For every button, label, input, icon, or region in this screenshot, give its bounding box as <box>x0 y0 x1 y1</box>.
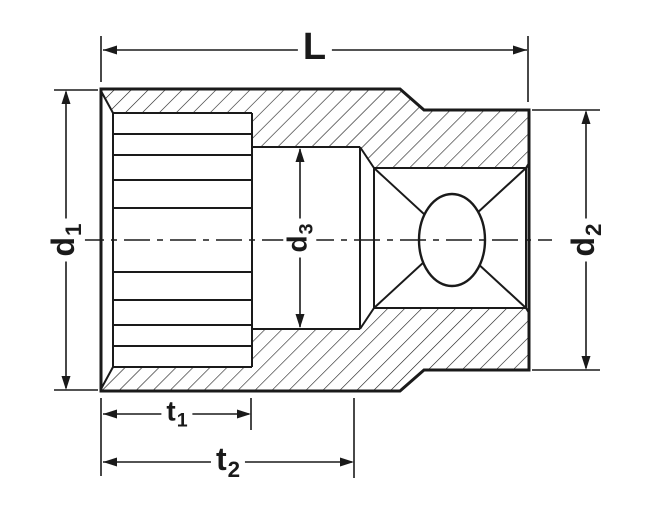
dim-label-d3: d3 <box>281 218 318 258</box>
socket-opening-serrations <box>100 90 253 390</box>
dim-label-t1-base: t <box>166 395 176 427</box>
dim-label-d1-sub: 1 <box>60 223 86 236</box>
hatch-bottom-band <box>101 308 529 391</box>
dim-label-d2-sub: 2 <box>580 223 606 236</box>
dim-label-d1: d1 <box>44 218 86 262</box>
dim-label-t2-sub: 2 <box>227 456 241 482</box>
dim-label-L-base: L <box>302 26 327 69</box>
socket-body-outline <box>99 87 531 393</box>
dim-label-d2: d2 <box>564 218 606 262</box>
dim-label-d3-sub: 3 <box>295 223 318 235</box>
dim-label-d3-base: d <box>281 235 313 253</box>
dim-label-d2-base: d <box>564 236 601 257</box>
dim-label-d1-base: d <box>44 236 81 257</box>
dim-label-t2-base: t <box>215 440 227 477</box>
dim-label-t1-sub: 1 <box>176 409 188 432</box>
inner-bore-d3 <box>252 146 375 330</box>
dim-label-L: L <box>297 26 333 72</box>
dim-label-t1: t1 <box>161 395 193 432</box>
hatch-top-band <box>101 89 529 168</box>
dim-label-t2: t2 <box>210 440 246 482</box>
